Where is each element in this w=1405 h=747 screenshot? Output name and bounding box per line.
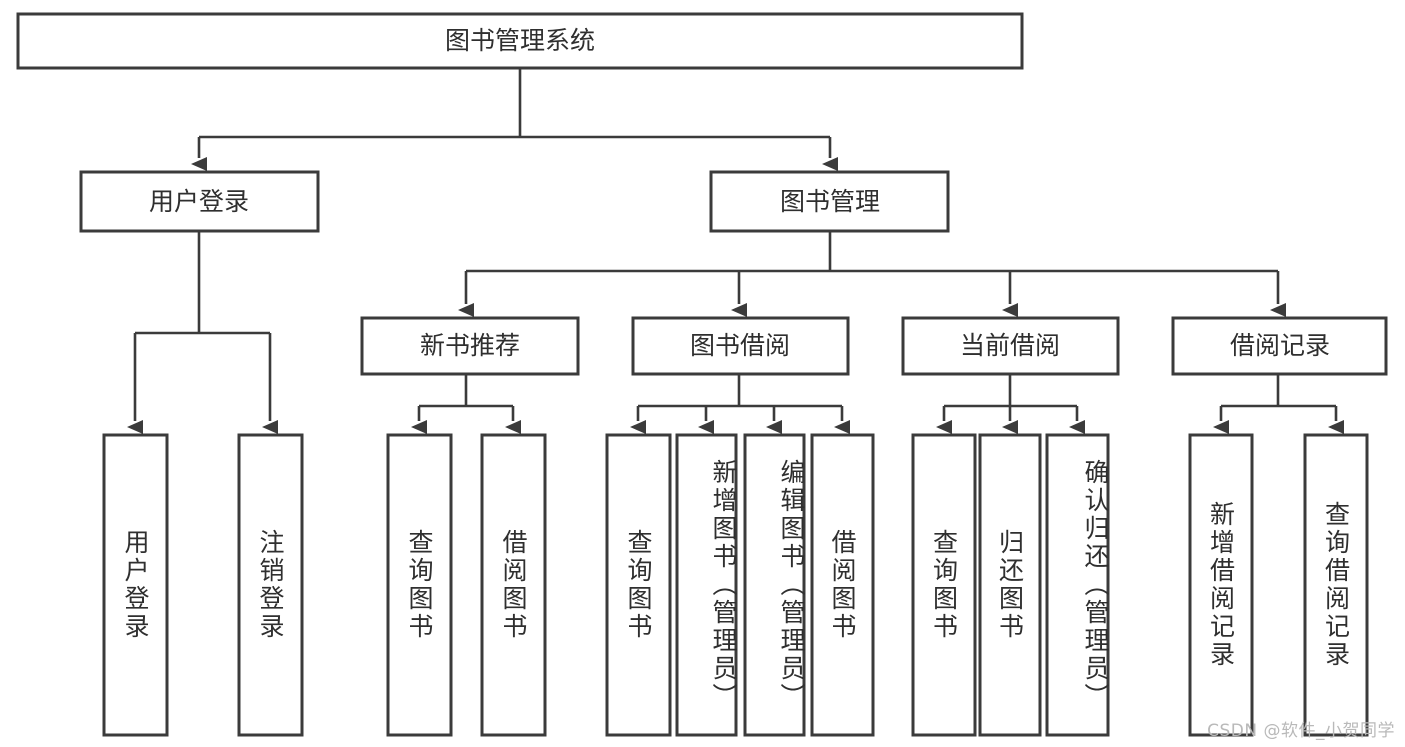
node-book-management-box[interactable] <box>709 170 950 233</box>
node-user-login-box[interactable] <box>79 170 320 233</box>
leaf-box-new-book-1[interactable] <box>386 433 453 737</box>
leaf-box-book-borrow-4[interactable] <box>810 433 875 737</box>
node-current-borrow-box[interactable] <box>901 316 1120 376</box>
node-root-system[interactable]: 图书管理系统 <box>16 12 1024 70</box>
leaf-box-user-login-1[interactable] <box>102 433 169 737</box>
node-root-system-label: 图书管理系统 <box>445 26 595 55</box>
leaf-box-current-borrow-3[interactable] <box>1045 433 1110 737</box>
leaf-box-borrow-record-1[interactable] <box>1188 433 1254 737</box>
leaf-box-current-borrow-2[interactable] <box>978 433 1042 737</box>
node-book-management-label: 图书管理 <box>780 187 880 216</box>
node-root-system-box[interactable] <box>16 12 1024 70</box>
node-new-book-recommend[interactable]: 新书推荐 <box>360 316 580 376</box>
csdn-watermark: CSDN @软件_小贺同学 <box>1207 721 1395 741</box>
leaf-box-current-borrow-1[interactable] <box>911 433 977 737</box>
node-user-login[interactable]: 用户登录 <box>79 170 320 233</box>
node-current-borrow[interactable]: 当前借阅 <box>901 316 1120 376</box>
node-new-book-recommend-label: 新书推荐 <box>420 331 520 360</box>
node-book-borrow-label: 图书借阅 <box>690 331 790 360</box>
node-user-login-label: 用户登录 <box>149 187 249 216</box>
leaf-box-book-borrow-1[interactable] <box>605 433 672 737</box>
leaf-box-new-book-2[interactable] <box>480 433 547 737</box>
node-book-borrow-box[interactable] <box>631 316 850 376</box>
node-borrow-record-box[interactable] <box>1171 316 1388 376</box>
node-book-management[interactable]: 图书管理 <box>709 170 950 233</box>
leaf-box-book-borrow-2[interactable] <box>675 433 738 737</box>
connector-layer <box>127 68 1344 434</box>
node-book-borrow[interactable]: 图书借阅 <box>631 316 850 376</box>
node-current-borrow-label: 当前借阅 <box>960 331 1060 360</box>
leaf-box-borrow-record-2[interactable] <box>1303 433 1369 737</box>
node-borrow-record-label: 借阅记录 <box>1230 331 1330 360</box>
node-borrow-record[interactable]: 借阅记录 <box>1171 316 1388 376</box>
node-new-book-recommend-box[interactable] <box>360 316 580 376</box>
leaf-box-layer <box>102 433 1369 737</box>
leaf-box-user-login-2[interactable] <box>237 433 304 737</box>
leaf-box-book-borrow-3[interactable] <box>743 433 806 737</box>
